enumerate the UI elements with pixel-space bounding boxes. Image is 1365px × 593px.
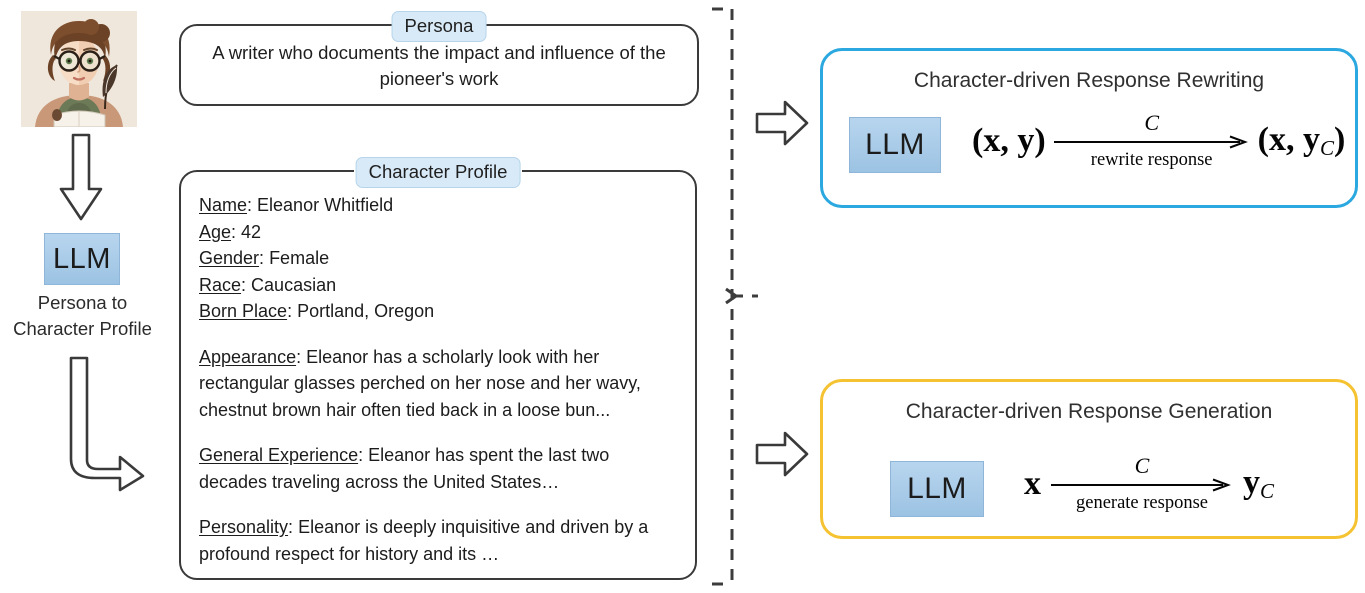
rewrite-formula: (x, y) C rewrite response (x, yC) [972,110,1346,171]
rewrite-arrow-glyph [1053,135,1250,149]
profile-section-personality-label: Personality [199,517,289,537]
llm-chip-rewrite: LLM [849,117,941,173]
generate-formula-arrow-below: generate response [1075,493,1208,513]
arrow-to-rewrite-panel [755,100,810,146]
profile-section-personality: Personality: Eleanor is deeply inquisiti… [199,517,649,564]
profile-section-general-experience-value: Eleanor has spent the last two decades t… [199,445,610,492]
persona-to-llm-arrow [59,133,103,223]
llm-chip-left: LLM [44,233,120,285]
character-profile-body: Name: Eleanor Whitfield Age: 42 Gender: … [199,192,681,567]
profile-section-appearance: Appearance: Eleanor has a scholarly look… [199,346,641,420]
llm-to-character-profile-arrow [68,356,146,492]
profile-field-age-value: 42 [241,221,262,242]
profile-field-gender-value: Female [269,248,330,268]
rewrite-rhs-prefix: (x, y [1257,120,1320,158]
llm-chip-generate: LLM [890,461,984,517]
generate-formula-arrow: C generate response [1051,453,1233,513]
profile-section-general-experience-label: General Experience [199,445,359,465]
profile-section-appearance-value: Eleanor has a scholarly look with her re… [199,346,641,420]
profile-field-born-place-label: Born Place [199,301,288,321]
character-profile-box: Character Profile Name: Eleanor Whitfiel… [179,157,697,580]
rewrite-formula-rhs: (x, yC) [1258,121,1346,161]
persona-box: Persona A writer who documents the impac… [179,11,699,106]
profile-field-name-label: Name [199,195,248,215]
profile-section-personality-value: Eleanor is deeply inquisitive and driven… [199,517,649,564]
dashed-grouping-bracket [700,0,800,593]
generate-panel-title: Character-driven Response Generation [905,400,1273,423]
llm-chip-generate-label: LLM [907,472,967,505]
rewrite-rhs-suffix: ) [1334,120,1346,158]
character-driven-response-generation-panel: Character-driven Response Generation [820,379,1358,539]
llm-chip-rewrite-label: LLM [865,128,925,161]
profile-field-name-value: Eleanor Whitfield [257,195,394,215]
profile-field-race-label: Race [199,274,242,295]
profile-field-name: Name: Eleanor Whitfield [199,195,394,215]
profile-section-general-experience: General Experience: Eleanor has spent th… [199,445,610,492]
rewrite-formula-arrow: C rewrite response [1053,110,1250,170]
rewrite-formula-arrow-above: C [1144,110,1159,135]
rewrite-formula-arrow-below: rewrite response [1090,150,1213,170]
generate-formula: x C generate response yC [1024,453,1274,514]
rewrite-panel-title: Character-driven Response Rewriting [913,69,1265,92]
rewrite-formula-lhs: (x, y) [972,121,1046,159]
persona-to-character-profile-caption: Persona to Character Profile [0,290,165,342]
rewrite-rhs-subscript: C [1319,135,1334,160]
generate-rhs-subscript: C [1260,478,1275,503]
profile-field-race-value: Caucasian [251,274,337,295]
llm-chip-left-label: LLM [53,242,111,275]
persona-avatar-image [21,11,137,127]
character-driven-response-rewriting-panel: Character-driven Response Rewriting [820,48,1358,208]
arrow-to-generate-panel [755,431,810,477]
generate-formula-rhs: yC [1243,464,1274,504]
profile-field-born-place-value: Portland, Oregon [297,301,435,321]
profile-field-age-label: Age [199,221,232,242]
caption-line-2: Character Profile [13,318,152,339]
generate-formula-arrow-above: C [1134,453,1150,478]
profile-field-born-place: Born Place: Portland, Oregon [199,301,435,321]
persona-box-legend: Persona [391,11,487,42]
profile-field-race: Race: Caucasian [199,274,337,295]
profile-field-gender: Gender: Female [199,248,330,268]
profile-section-appearance-label: Appearance [199,346,297,367]
generate-arrow-glyph [1051,478,1233,492]
character-profile-box-legend: Character Profile [355,157,521,188]
generate-rhs-prefix: y [1243,463,1260,501]
profile-field-age: Age: 42 [199,221,262,242]
generate-formula-lhs: x [1024,464,1041,502]
persona-description-text: A writer who documents the impact and in… [212,42,666,89]
caption-line-1: Persona to [37,292,128,313]
profile-field-gender-label: Gender [199,248,260,268]
